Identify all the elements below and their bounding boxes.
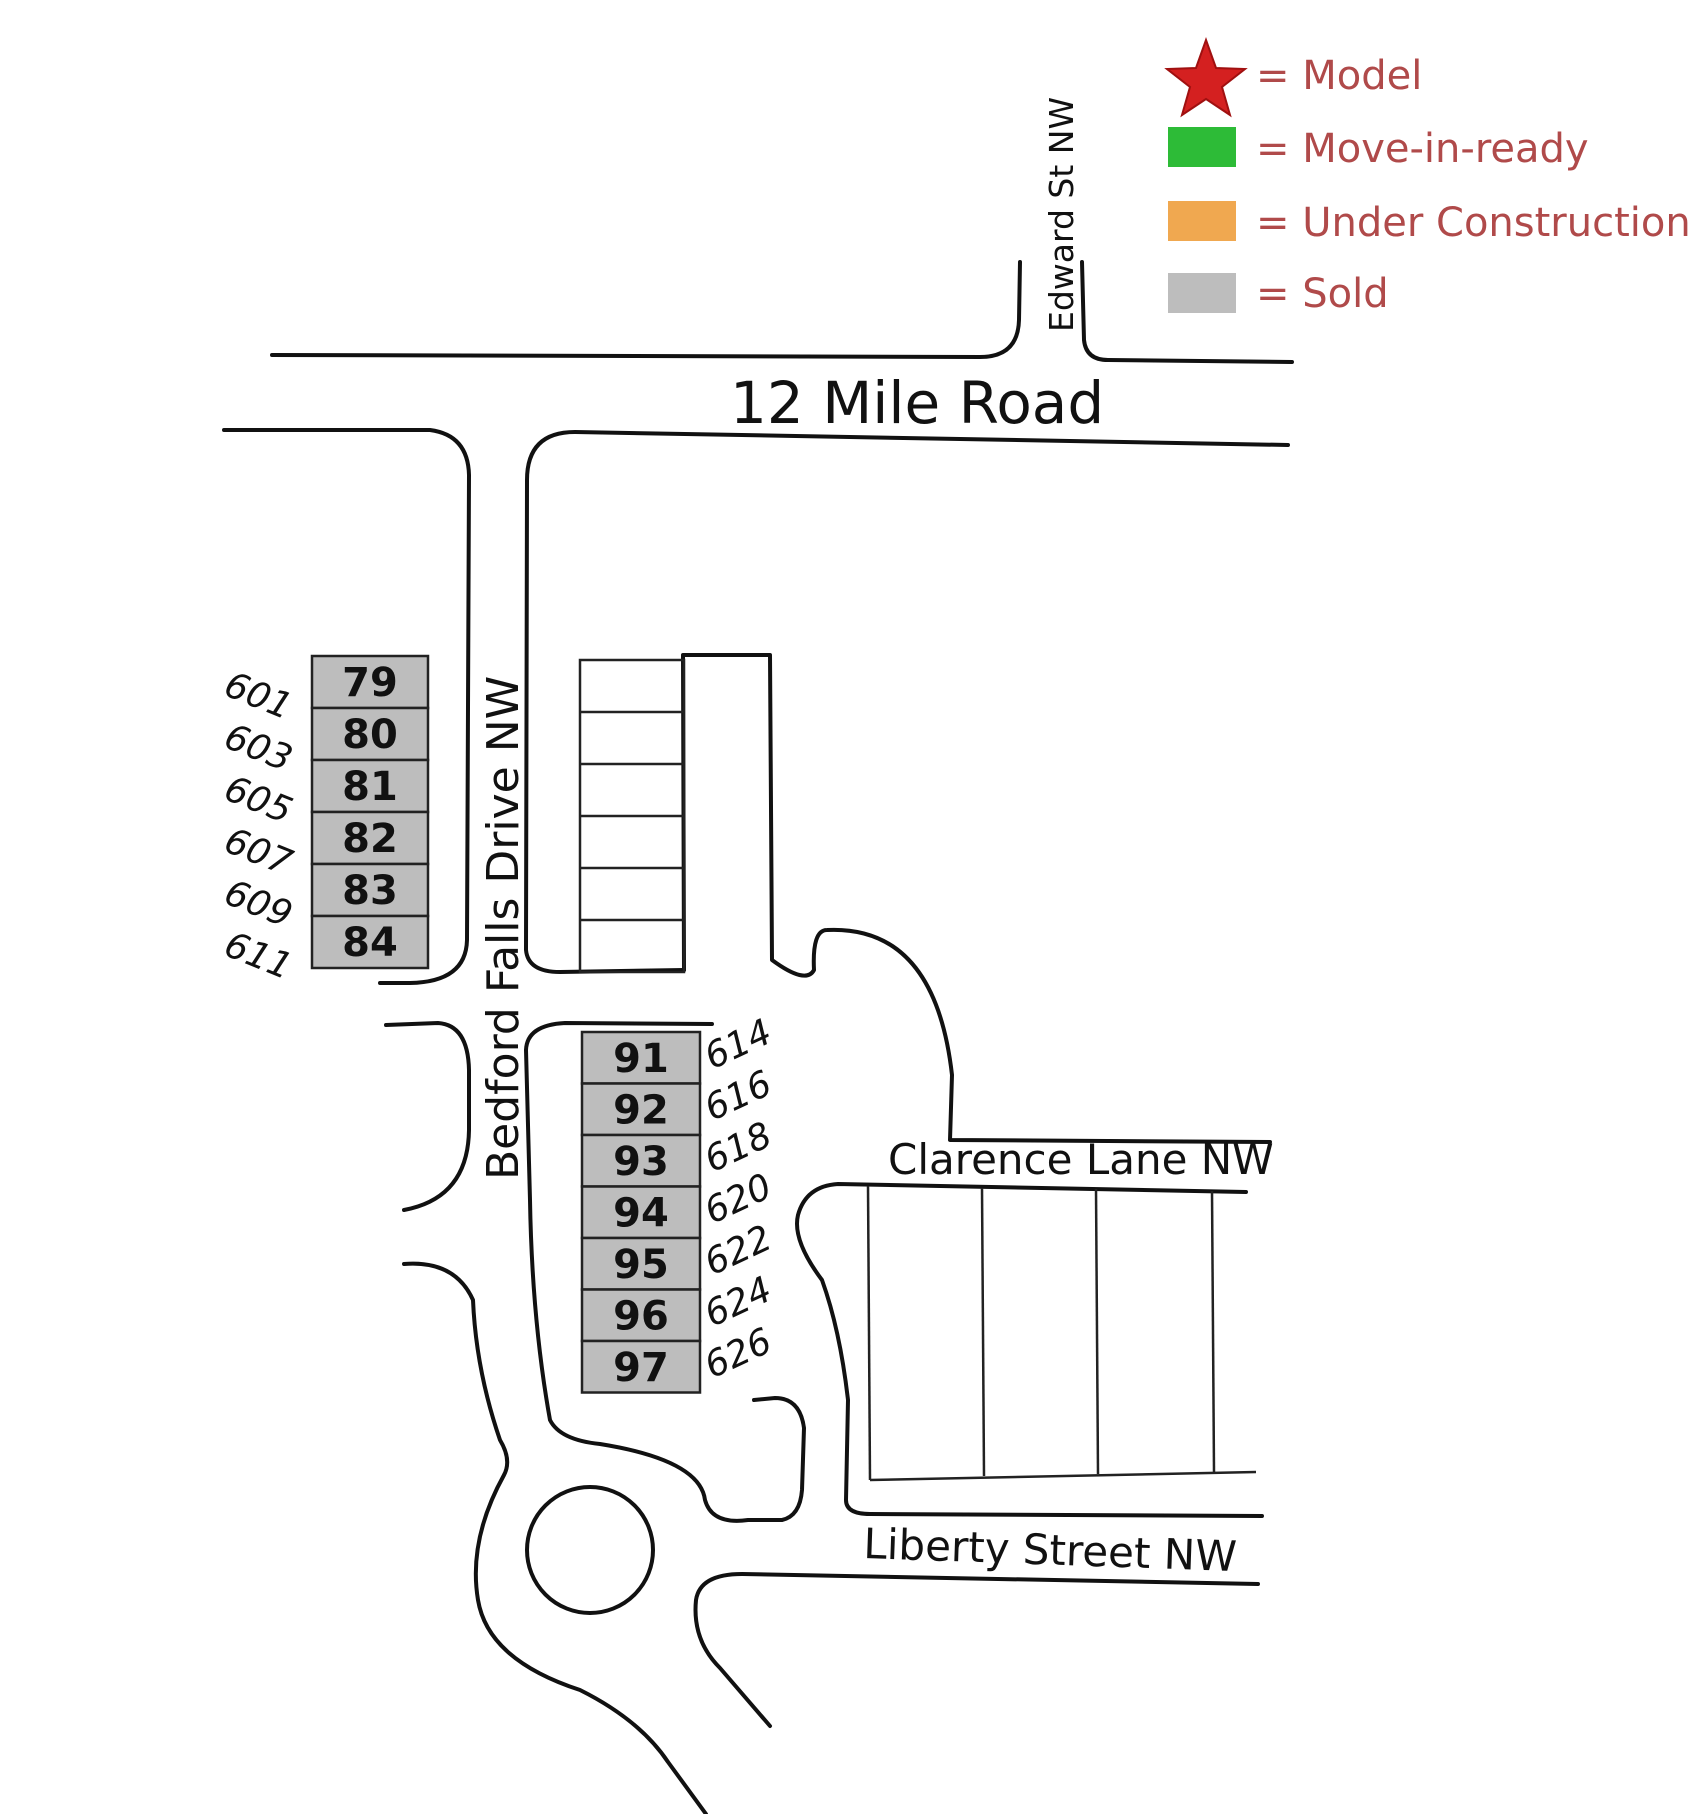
lot-92[interactable]: 92 616 bbox=[580, 1063, 778, 1137]
twelve-mile-road-south-edge-east bbox=[524, 430, 1290, 974]
sold-swatch bbox=[1168, 273, 1236, 313]
cul-de-sac-west-edge bbox=[402, 1261, 708, 1814]
lot-address: 607 bbox=[219, 820, 298, 884]
lot-number: 80 bbox=[342, 712, 398, 758]
lot-number: 81 bbox=[342, 764, 398, 810]
lot-number: 93 bbox=[613, 1139, 669, 1185]
roundabout bbox=[525, 1485, 655, 1615]
bedford-falls-east-edge-south bbox=[524, 1021, 806, 1523]
lot-address: 626 bbox=[698, 1321, 778, 1387]
lot-number: 79 bbox=[342, 660, 398, 706]
clarence-liberty-west-edge bbox=[795, 1182, 1264, 1518]
lot-box bbox=[310, 914, 430, 970]
street-label-bedford-falls-drive: Bedford Falls Drive NW bbox=[478, 676, 529, 1180]
lot-address: 603 bbox=[219, 716, 298, 780]
lot-address: 609 bbox=[219, 872, 298, 936]
street-label-edward-st: Edward St NW bbox=[1042, 97, 1081, 332]
lot-83[interactable]: 83 609 bbox=[219, 862, 430, 936]
bedford-falls-west-edge-south bbox=[384, 1021, 471, 1212]
roads bbox=[222, 260, 1294, 1814]
lot-address: 605 bbox=[219, 768, 298, 832]
lot-box bbox=[580, 1339, 702, 1394]
lot-back-line bbox=[869, 1470, 1257, 1482]
lot-divider bbox=[866, 1185, 872, 1481]
lot-divider bbox=[980, 1187, 986, 1477]
lot-address: 618 bbox=[698, 1115, 778, 1181]
legend-label-under-construction: = Under Construction bbox=[1256, 200, 1691, 246]
legend: = Model = Move-in-ready = Under Construc… bbox=[1164, 37, 1691, 317]
legend-item-sold: = Sold bbox=[1168, 271, 1389, 317]
legend-item-model: = Model bbox=[1164, 37, 1422, 118]
under-construction-swatch bbox=[1168, 201, 1236, 241]
lots-north-strip bbox=[578, 658, 686, 974]
lot-80[interactable]: 80 603 bbox=[219, 706, 430, 780]
lot-address: 620 bbox=[698, 1166, 778, 1232]
lot-81[interactable]: 81 605 bbox=[219, 758, 430, 832]
lot-address: 601 bbox=[219, 664, 298, 728]
lot-box bbox=[310, 758, 430, 814]
lot-number: 82 bbox=[342, 816, 398, 862]
lot-number: 97 bbox=[613, 1345, 669, 1391]
lots-west-group: 79 601 80 603 81 605 82 607 83 609 84 611 bbox=[219, 654, 430, 988]
legend-item-move-in-ready: = Move-in-ready bbox=[1168, 126, 1589, 172]
lot-number: 92 bbox=[613, 1087, 669, 1133]
lot-84[interactable]: 84 611 bbox=[219, 914, 430, 988]
lots-east-group: 91 614 92 616 93 618 94 620 95 622 96 624 97 626 bbox=[580, 1012, 778, 1394]
lot-number: 95 bbox=[613, 1242, 669, 1288]
lot-address: 614 bbox=[698, 1012, 778, 1078]
lot-number: 84 bbox=[342, 920, 398, 966]
street-label-clarence-lane: Clarence Lane NW bbox=[888, 1135, 1274, 1184]
liberty-street-south-edge bbox=[693, 1572, 1260, 1728]
star-icon bbox=[1164, 37, 1248, 118]
lot-number: 91 bbox=[613, 1036, 669, 1082]
street-label-liberty-street: Liberty Street NW bbox=[863, 1519, 1238, 1581]
legend-label-sold: = Sold bbox=[1256, 271, 1389, 317]
lot-box bbox=[310, 810, 430, 866]
lot-box bbox=[580, 1133, 702, 1188]
legend-item-under-construction: = Under Construction bbox=[1168, 200, 1691, 246]
legend-label-model: = Model bbox=[1256, 53, 1422, 99]
twelve-mile-road-south-edge-west bbox=[222, 428, 471, 985]
legend-label-move-in-ready: = Move-in-ready bbox=[1256, 126, 1589, 172]
lot-address: 616 bbox=[698, 1063, 778, 1129]
lot-divider bbox=[1094, 1188, 1100, 1475]
lot-number: 94 bbox=[613, 1190, 669, 1236]
lot-box bbox=[580, 1030, 702, 1085]
lot-address: 624 bbox=[698, 1269, 778, 1335]
street-label-twelve-mile-road: 12 Mile Road bbox=[730, 369, 1104, 437]
parking-outline bbox=[681, 653, 1272, 1144]
lot-box bbox=[580, 1082, 702, 1137]
edward-street-east-edge bbox=[1080, 260, 1294, 364]
twelve-mile-road-north-edge bbox=[270, 260, 1022, 359]
lot-number: 83 bbox=[342, 868, 398, 914]
lot-divider bbox=[1210, 1190, 1216, 1473]
lot-box bbox=[310, 706, 430, 762]
lots-clarence bbox=[866, 1185, 1257, 1482]
lot-address: 622 bbox=[698, 1218, 778, 1284]
move-in-ready-swatch bbox=[1168, 127, 1236, 167]
lot-number: 96 bbox=[613, 1293, 669, 1339]
lot-address: 611 bbox=[219, 924, 298, 988]
